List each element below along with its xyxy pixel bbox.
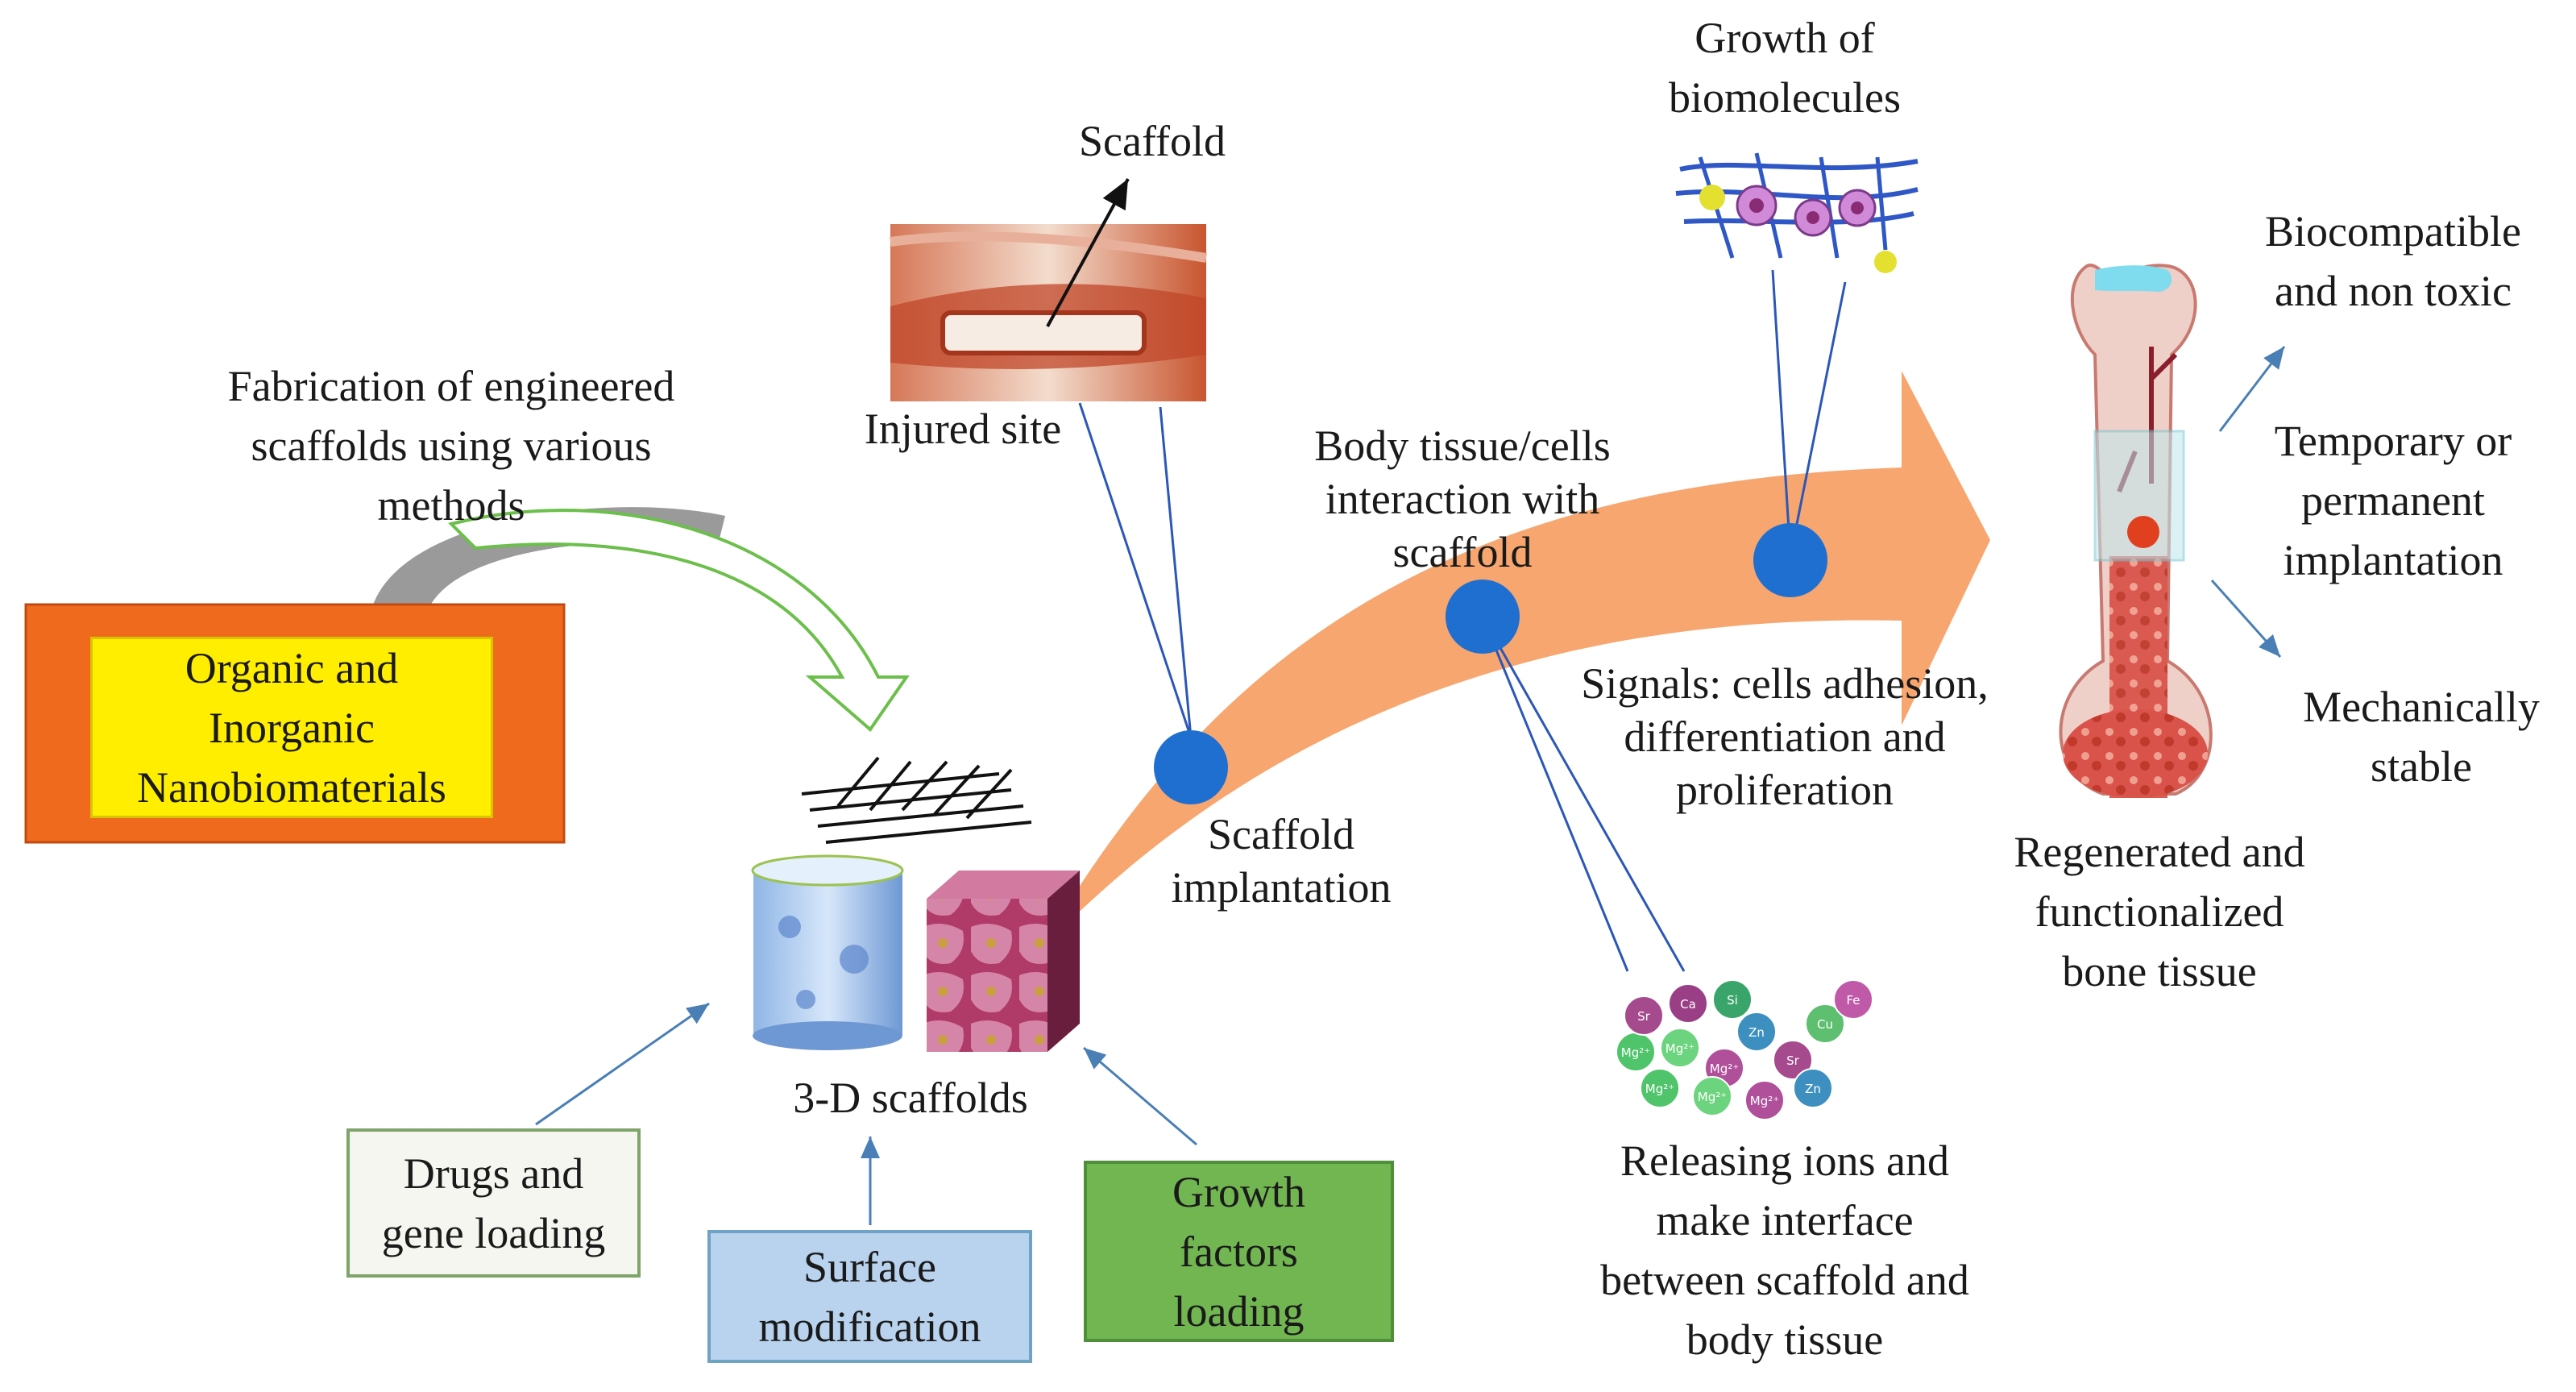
node-body-tissue xyxy=(1446,580,1520,654)
ion-symbol: Mg²⁺ xyxy=(1698,1090,1727,1104)
temporary-label: Temporary or permanent implantation xyxy=(2274,417,2512,584)
regenerated-bone-image xyxy=(2059,264,2213,798)
ion-bubble xyxy=(1744,1080,1785,1120)
drugs-gene-loading-box: Drugs and gene loading xyxy=(346,1128,641,1278)
scaffold-implantation-label: Scaffold implantation xyxy=(1171,810,1392,912)
ion-bubble xyxy=(1805,1003,1845,1044)
ion-bubble xyxy=(1712,979,1753,1020)
ion-bubble xyxy=(1692,1076,1732,1116)
ion-bubble xyxy=(1833,979,1873,1020)
body-tissue-label: Body tissue/cells interaction with scaff… xyxy=(1314,422,1611,576)
ion-symbol: Fe xyxy=(1846,993,1860,1008)
ion-bubble xyxy=(1793,1068,1833,1108)
ion-bubble xyxy=(1640,1068,1680,1108)
ion-symbol: Sr xyxy=(1786,1053,1800,1068)
ion-symbol: Si xyxy=(1727,993,1738,1008)
ion-bubble xyxy=(1773,1040,1813,1080)
node-biomolecules xyxy=(1753,523,1827,597)
ion-symbol: Mg²⁺ xyxy=(1665,1041,1695,1056)
scaffold-pointer-arrow xyxy=(1046,178,1130,327)
ion-bubble xyxy=(1660,1028,1700,1068)
ion-symbol: Ca xyxy=(1680,997,1696,1012)
ion-bubble xyxy=(1736,1012,1777,1052)
biomolecules-network-image xyxy=(1675,152,1919,273)
drugs-text: Drugs and gene loading xyxy=(381,1149,606,1257)
surface-text: Surface modification xyxy=(758,1242,981,1351)
growth-factors-box: Growth factors loading xyxy=(1084,1161,1394,1342)
biocompatible-label: Biocompatible and non toxic xyxy=(2265,207,2521,315)
cellular-cube-scaffold xyxy=(927,871,1080,1052)
growth-factors-text: Growth factors loading xyxy=(1172,1167,1305,1336)
regenerated-bone-label: Regenerated and functionalized bone tiss… xyxy=(2014,828,2305,995)
ion-symbol: Sr xyxy=(1637,1009,1651,1024)
ion-symbol: Zn xyxy=(1748,1025,1765,1040)
signals-label: Signals: cells adhesion, differentiation… xyxy=(1581,659,1989,814)
nanomaterials-text: Organic and Inorganic Nanobiomaterials xyxy=(137,643,446,812)
porous-cylinder-scaffold xyxy=(751,854,904,1050)
fabrication-label: Fabrication of engineered scaffolds usin… xyxy=(227,362,675,530)
scaffold-label: Scaffold xyxy=(1079,117,1226,165)
releasing-ions-label: Releasing ions and make interface betwee… xyxy=(1600,1136,1969,1364)
node-scaffold-implantation xyxy=(1154,730,1228,804)
ion-symbol: Cu xyxy=(1817,1017,1833,1032)
green-fabrication-arrow xyxy=(448,509,910,732)
ion-symbol: Mg²⁺ xyxy=(1750,1094,1779,1108)
callout-lines xyxy=(1078,269,1847,972)
orange-process-arrow xyxy=(1039,371,1990,951)
ion-symbol: Zn xyxy=(1805,1082,1821,1096)
ion-bubble xyxy=(1668,983,1708,1024)
ion-symbol: Mg²⁺ xyxy=(1621,1045,1650,1060)
injured-site-label: Injured site xyxy=(864,405,1062,453)
three-d-scaffolds-label: 3-D scaffolds xyxy=(793,1074,1028,1122)
ion-bubble xyxy=(1624,995,1664,1036)
surface-modification-box: Surface modification xyxy=(707,1230,1032,1363)
scaffold-mesh-icon xyxy=(801,756,1032,844)
injured-site-tissue-image xyxy=(890,224,1207,401)
ion-symbol: Mg²⁺ xyxy=(1645,1082,1674,1096)
nanomaterials-box: Organic and Inorganic Nanobiomaterials xyxy=(90,637,493,818)
growth-biomolecules-label: Growth of biomolecules xyxy=(1669,14,1901,122)
mechanically-label: Mechanically stable xyxy=(2303,683,2540,791)
ion-symbol: Mg²⁺ xyxy=(1710,1062,1739,1076)
property-arrows xyxy=(535,346,2286,1225)
